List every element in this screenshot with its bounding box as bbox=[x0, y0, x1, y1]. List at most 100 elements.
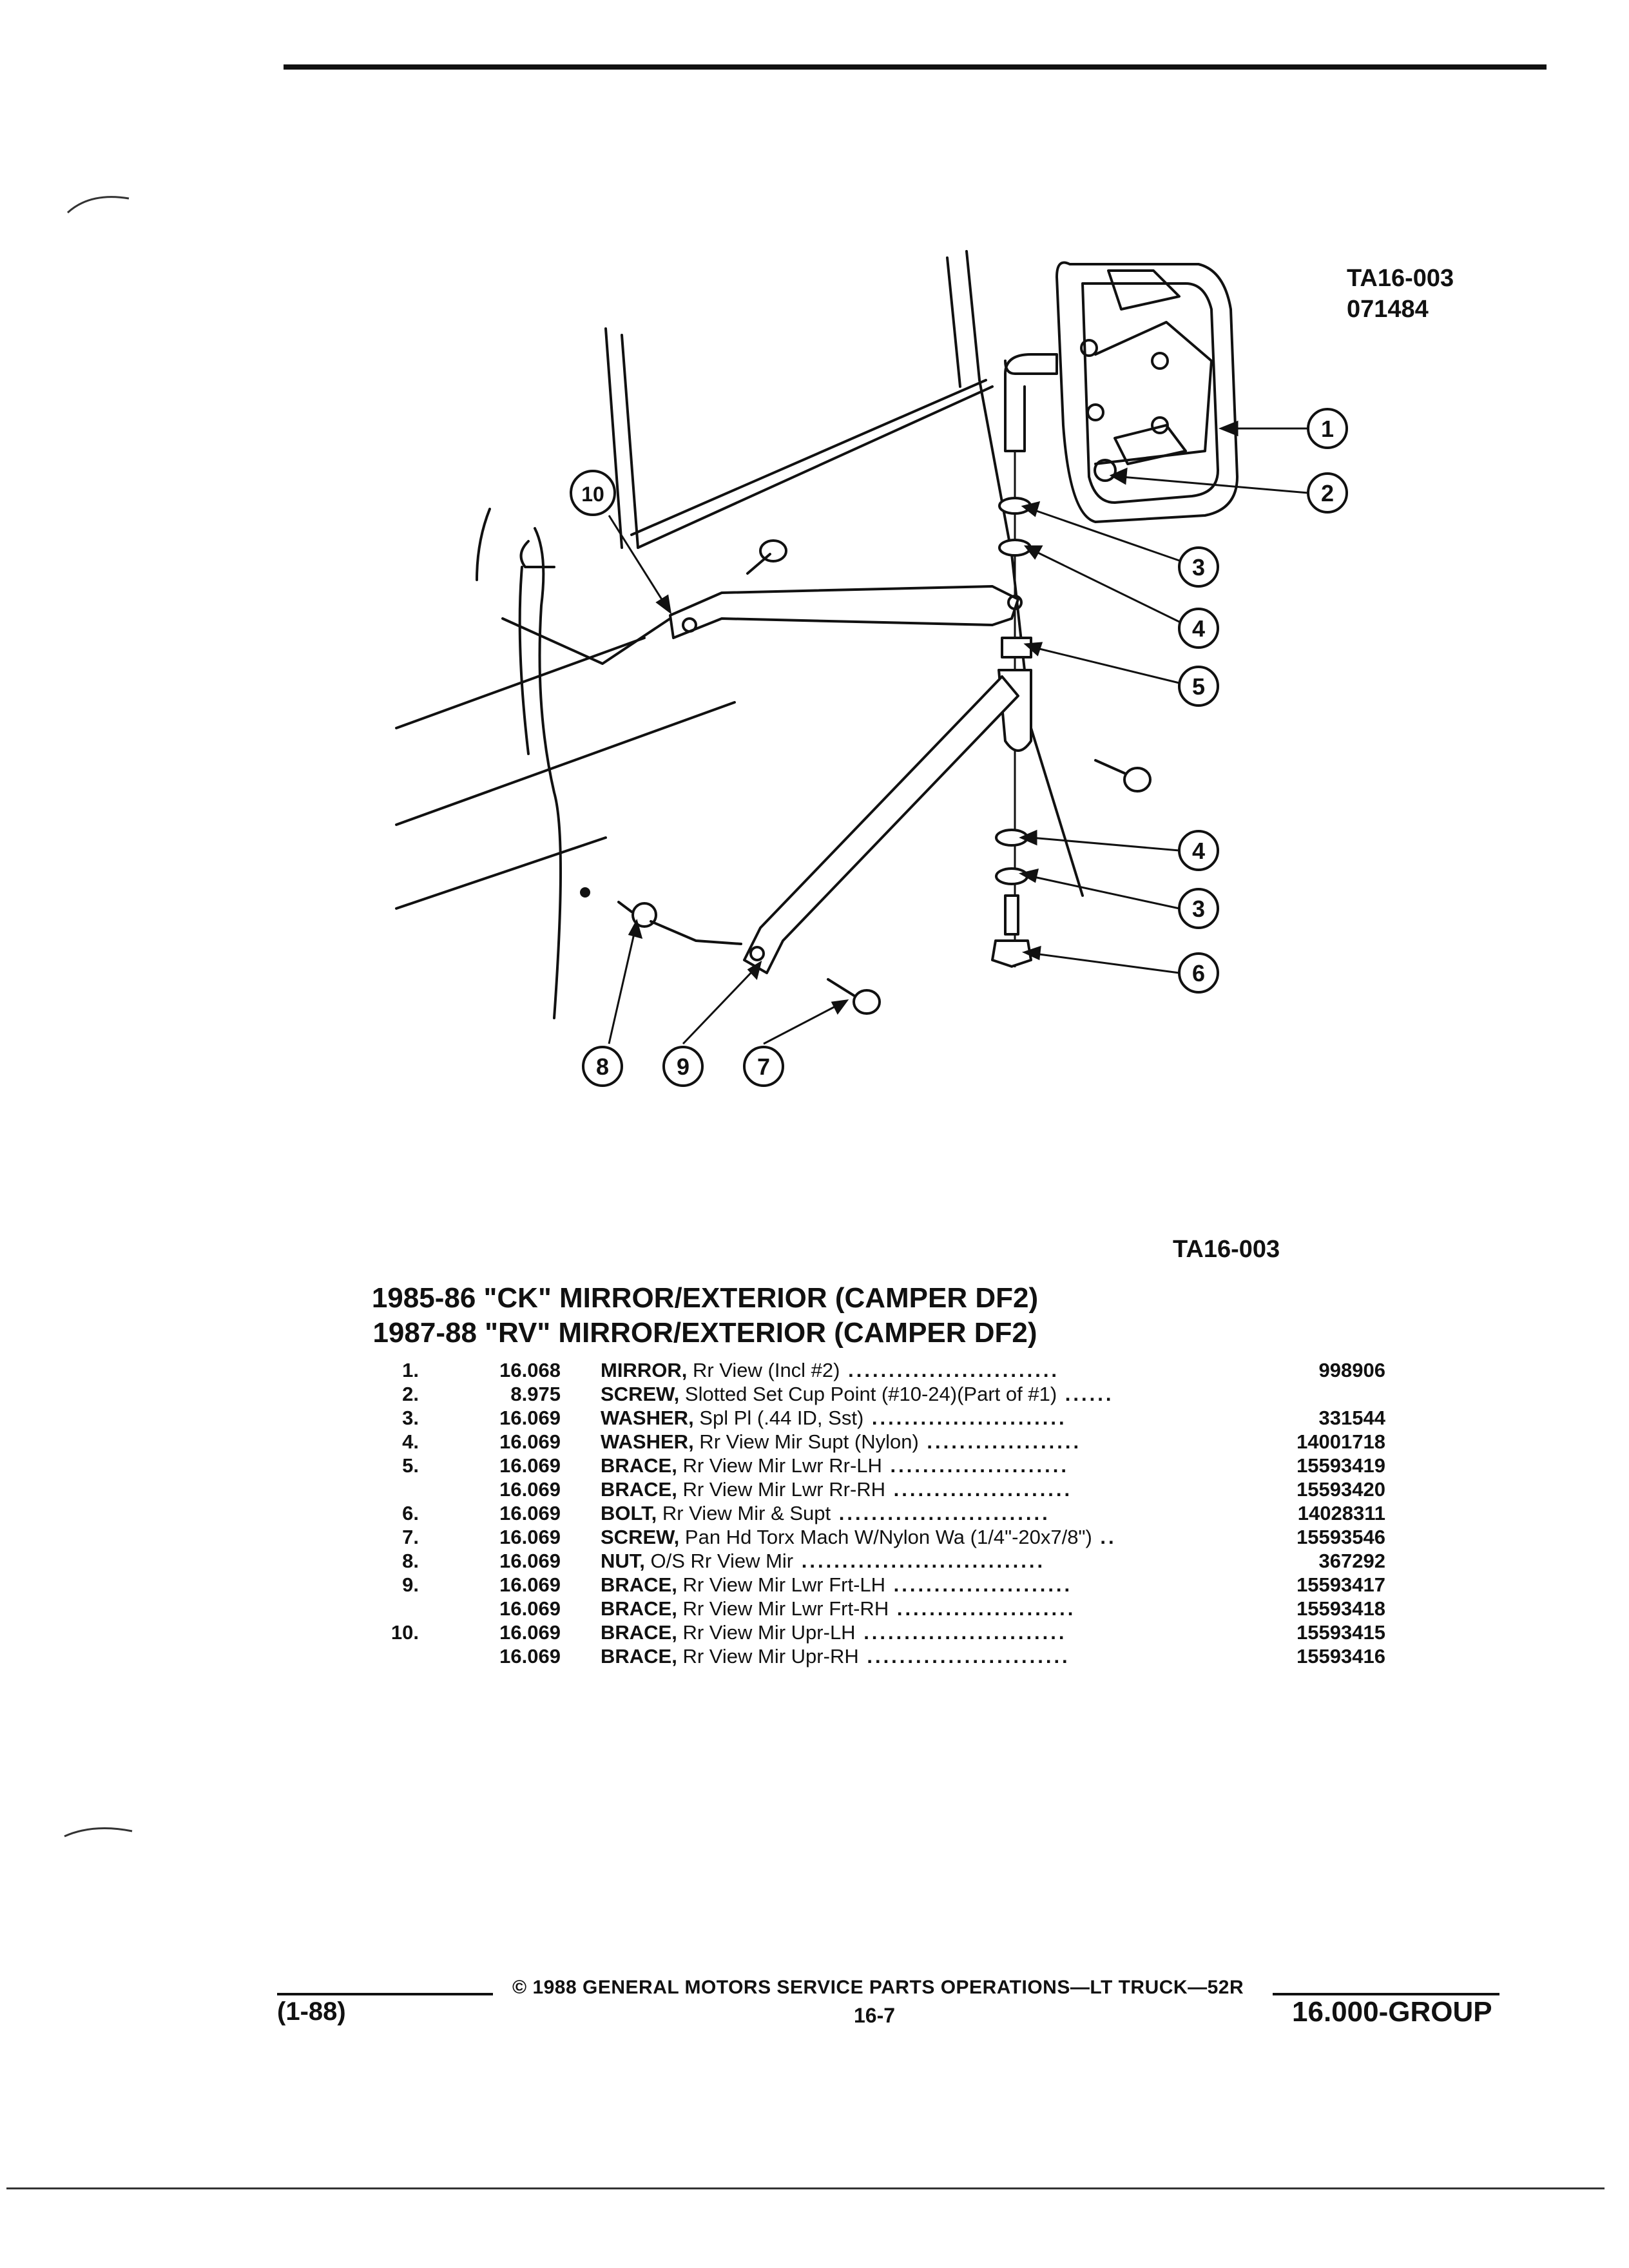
callout-1: 1 bbox=[1321, 416, 1334, 442]
part-detail: Rr View Mir Upr-LH bbox=[677, 1621, 856, 1644]
parts-row: 4. 16.069 WASHER, Rr View Mir Supt (Nylon)… bbox=[361, 1430, 1392, 1454]
group-label: 16.000-GROUP bbox=[1292, 1996, 1492, 2028]
figure-code-bottom: TA16-003 bbox=[1173, 1236, 1280, 1263]
leader-dots: .......................... bbox=[831, 1502, 1050, 1524]
top-rule bbox=[284, 64, 1547, 70]
part-name: BOLT, bbox=[601, 1502, 657, 1524]
part-name: BRACE, bbox=[601, 1478, 677, 1501]
part-detail: Rr View Mir & Supt bbox=[657, 1502, 831, 1524]
footer-date: (1-88) bbox=[277, 1997, 346, 2026]
part-detail: Spl Pl (.44 ID, Sst) bbox=[693, 1407, 864, 1429]
group-number: 16.068 bbox=[499, 1359, 561, 1381]
part-number: 14028311 bbox=[1297, 1502, 1385, 1524]
part-detail: Rr View Mir Lwr Frt-RH bbox=[677, 1597, 889, 1620]
part-description: BOLT, Rr View Mir & Supt ...............… bbox=[601, 1501, 1271, 1525]
leader-dots: .............................. bbox=[793, 1550, 1046, 1572]
part-description: WASHER, Spl Pl (.44 ID, Sst) ...........… bbox=[601, 1406, 1271, 1430]
part-description: WASHER, Rr View Mir Supt (Nylon) .......… bbox=[601, 1430, 1271, 1454]
part-number: 15593416 bbox=[1296, 1645, 1385, 1667]
ref-number: 10. bbox=[390, 1621, 419, 1644]
part-name: BRACE, bbox=[601, 1597, 677, 1620]
part-description: MIRROR, Rr View (Incl #2) ..............… bbox=[601, 1358, 1271, 1382]
parts-row: 5. 16.069 BRACE, Rr View Mir Lwr Rr-LH ...… bbox=[361, 1454, 1392, 1477]
part-description: SCREW, Pan Hd Torx Mach W/Nylon Wa (1/4"… bbox=[601, 1525, 1271, 1549]
callout-3-lower: 3 bbox=[1192, 896, 1205, 922]
part-detail: Rr View Mir Upr-RH bbox=[677, 1645, 859, 1667]
mirror-arm bbox=[1004, 353, 1058, 452]
leader-dots: ........................ bbox=[863, 1407, 1067, 1429]
part-name: BRACE, bbox=[601, 1621, 677, 1644]
part-number: 331544 bbox=[1318, 1407, 1385, 1429]
group-number: 16.069 bbox=[499, 1526, 561, 1548]
part-detail: O/S Rr View Mir bbox=[644, 1550, 794, 1572]
part-detail: Rr View Mir Lwr Rr-RH bbox=[677, 1478, 886, 1501]
part-name: WASHER, bbox=[601, 1430, 694, 1453]
callout-10: 10 bbox=[581, 483, 604, 506]
section-title-line-2: 1987-88 "RV" MIRROR/EXTERIOR (CAMPER DF2… bbox=[372, 1317, 1037, 1349]
group-number: 16.069 bbox=[499, 1478, 561, 1501]
bottom-rule bbox=[6, 2187, 1605, 2189]
part-name: BRACE, bbox=[601, 1454, 677, 1477]
callout-4-lower: 4 bbox=[1192, 838, 1205, 864]
ref-number: 5. bbox=[402, 1454, 419, 1477]
callout-5: 5 bbox=[1192, 673, 1205, 700]
leader-dots: ......................... bbox=[858, 1645, 1070, 1667]
ref-number: 3. bbox=[402, 1407, 419, 1429]
callout-8: 8 bbox=[596, 1053, 609, 1080]
window-sill-line bbox=[637, 385, 994, 549]
group-number: 8.975 bbox=[510, 1383, 561, 1405]
bolt bbox=[991, 939, 1032, 968]
page-number: 16-7 bbox=[854, 2004, 896, 2027]
callout-3: 3 bbox=[1192, 554, 1205, 581]
part-name: BRACE, bbox=[601, 1645, 677, 1667]
part-detail: Rr View Mir Lwr Frt-LH bbox=[677, 1573, 886, 1596]
upper-brace bbox=[669, 585, 1019, 639]
part-number: 15593420 bbox=[1296, 1478, 1385, 1501]
ref-number: 1. bbox=[402, 1359, 419, 1381]
figure-date-code: 071484 bbox=[1347, 296, 1429, 323]
part-detail: Slotted Set Cup Point (#10-24)(Part of #… bbox=[679, 1383, 1057, 1405]
door-pillar-line bbox=[534, 527, 562, 1019]
part-description: BRACE, Rr View Mir Lwr Rr-RH ...........… bbox=[601, 1477, 1271, 1501]
part-number: 15593419 bbox=[1296, 1454, 1385, 1477]
part-description: BRACE, Rr View Mir Lwr Frt-RH ..........… bbox=[601, 1597, 1271, 1620]
leader-dots: .......................... bbox=[840, 1359, 1060, 1381]
leader-dots: ...................... bbox=[885, 1573, 1073, 1596]
leader-dots: ...................... bbox=[882, 1454, 1070, 1477]
part-description: NUT, O/S Rr View Mir ...................… bbox=[601, 1549, 1271, 1573]
figure-code: TA16-003 bbox=[1347, 265, 1454, 292]
part-name: NUT, bbox=[601, 1550, 645, 1572]
scan-mark bbox=[66, 196, 130, 214]
part-name: SCREW, bbox=[601, 1526, 680, 1548]
part-description: BRACE, Rr View Mir Lwr Frt-LH ..........… bbox=[601, 1573, 1271, 1597]
part-description: BRACE, Rr View Mir Lwr Rr-LH ...........… bbox=[601, 1454, 1271, 1477]
scan-mark bbox=[64, 1827, 133, 1838]
group-number: 16.069 bbox=[499, 1430, 561, 1453]
part-description: BRACE, Rr View Mir Upr-RH ..............… bbox=[601, 1644, 1271, 1668]
exploded-mirror-diagram: 1 2 3 4 5 4 3 6 10 8 9 7 bbox=[395, 250, 1348, 1087]
part-number: 15593418 bbox=[1296, 1597, 1385, 1620]
part-number: 15593417 bbox=[1296, 1573, 1385, 1596]
callout-2: 2 bbox=[1321, 480, 1334, 506]
footer-rule-left bbox=[277, 1993, 493, 1995]
leader-dots: ......................... bbox=[855, 1621, 1067, 1644]
ref-number: 9. bbox=[402, 1573, 419, 1596]
callout-6: 6 bbox=[1192, 960, 1205, 986]
part-detail: Pan Hd Torx Mach W/Nylon Wa (1/4"-20x7/8… bbox=[679, 1526, 1092, 1548]
ref-number: 2. bbox=[402, 1383, 419, 1405]
set-screw bbox=[1094, 459, 1117, 482]
figure-code-block: TA16-003 071484 bbox=[1347, 263, 1454, 325]
part-number: 15593415 bbox=[1296, 1621, 1385, 1644]
leader-dots: ...................... bbox=[885, 1478, 1073, 1501]
group-number: 16.069 bbox=[499, 1454, 561, 1477]
parts-list: 1. 16.068 MIRROR, Rr View (Incl #2) ......… bbox=[361, 1358, 1392, 1668]
part-name: WASHER, bbox=[601, 1407, 694, 1429]
lower-brace bbox=[743, 675, 1019, 974]
part-name: MIRROR, bbox=[601, 1359, 688, 1381]
ref-number: 4. bbox=[402, 1430, 419, 1453]
